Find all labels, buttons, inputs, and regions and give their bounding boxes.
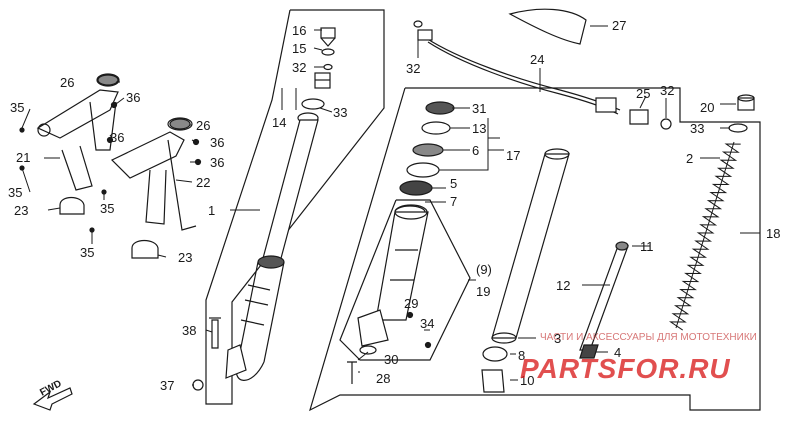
callout-35: 35 [80,245,94,260]
washer-icon [359,345,377,355]
spring-coil [668,143,741,331]
screw-icon [424,341,432,349]
callout-10: 10 [520,373,534,388]
callout-32: 32 [406,61,420,76]
callout-35: 35 [10,100,24,115]
fork-cap-ring-icon [301,98,325,110]
callout-23: 23 [178,250,192,265]
lower-triple-clamp-icon [110,117,197,231]
callout-22: 22 [196,175,210,190]
handlebar-clamp-icon [59,196,85,215]
callouts: 16 15 32 33 14 1 38 37 26 26 35 36 36 36… [8,18,780,393]
speedometer-cable-icon [417,29,621,115]
callout-33: 33 [333,105,347,120]
guide-bushing-icon [399,180,433,196]
callout-28: 28 [376,371,390,386]
bolt-icon [347,361,357,384]
fork-cap-icon [314,72,331,89]
callout-29: 29 [404,296,418,311]
reflector-icon [508,8,587,45]
callout-7: 7 [450,194,457,209]
callout-31: 31 [472,101,486,116]
cap-icon [97,74,119,86]
callout-32: 32 [292,60,306,75]
stopper-ring-icon [421,121,451,135]
callout-23: 23 [14,203,28,218]
callout-17: 17 [506,148,520,163]
leader-lines [21,25,760,386]
callout-8: 8 [518,348,525,363]
back-up-ring-icon [406,162,440,178]
callout-34: 34 [420,316,434,331]
callout-20: 20 [700,100,714,115]
fwd-arrow-icon [32,387,73,411]
cap-bolt-icon [320,27,336,47]
callout-33: 33 [690,121,704,136]
callout-21: 21 [16,150,30,165]
cap-icon [169,118,191,130]
fork-bolt-icon [737,94,755,111]
slider-frame [339,199,471,361]
washer-icon [413,20,423,28]
callout-26: 26 [196,118,210,133]
callout-36: 36 [110,130,124,145]
callout-12: 12 [556,278,570,293]
small-bolts [19,101,202,233]
callout-30: 30 [384,352,398,367]
callout-6: 6 [472,143,479,158]
inner-tube-icon [491,148,570,344]
fork-frame-right [309,87,761,412]
callout-16: 16 [292,23,306,38]
fork-slider-icon [357,204,429,347]
callout-19: 19 [476,284,490,299]
oil-lock-piece-icon [482,346,508,362]
bolt-icon [209,317,221,349]
o-ring-icon [321,48,335,56]
callout-15: 15 [292,41,306,56]
drain-screw-icon [192,379,204,391]
callout-11: 11 [640,239,654,254]
callout-35: 35 [8,185,22,200]
callout-5: 5 [450,176,457,191]
fork-tube-left-icon [225,119,319,381]
callout-9: (9) [476,262,492,277]
watermark-caption: ЧАСТИ И АКСЕССУАРЫ ДЛЯ МОТОТЕХНИКИ [540,332,757,343]
washer-icon [323,63,333,71]
dust-seal-icon [425,101,455,115]
callout-14: 14 [272,115,286,130]
upper-triple-clamp-icon [36,73,120,191]
o-ring-icon [728,123,748,133]
callout-25: 25 [636,86,650,101]
watermark: ЧАСТИ И АКСЕССУАРЫ ДЛЯ МОТОТЕХНИКИ PARTS… [520,332,757,384]
callout-26: 26 [60,75,74,90]
callout-35: 35 [100,201,114,216]
callout-4: 4 [614,345,621,360]
callout-24: 24 [530,52,544,67]
callout-38: 38 [182,323,196,338]
watermark-brand: PARTSFOR.RU [520,353,731,384]
damper-rod-icon [579,241,629,359]
drawing [19,8,761,412]
callout-36: 36 [210,135,224,150]
fitting-icon [629,109,649,125]
callout-3: 3 [554,331,561,346]
callout-13: 13 [472,121,486,136]
handlebar-clamp-icon [131,239,159,259]
callout-36: 36 [126,90,140,105]
callout-2: 2 [686,151,693,166]
callout-1: 1 [208,203,215,218]
screw-icon [406,311,414,319]
callout-36: 36 [210,155,224,170]
spring-seat-icon [481,369,505,393]
oil-seal-icon [412,143,444,157]
callout-37: 37 [160,378,174,393]
fork-frame-left [205,9,385,405]
callout-32: 32 [660,83,674,98]
callout-27: 27 [612,18,626,33]
callout-18: 18 [766,226,780,241]
washer-icon [660,118,672,130]
fork-spring-icon [668,141,741,331]
